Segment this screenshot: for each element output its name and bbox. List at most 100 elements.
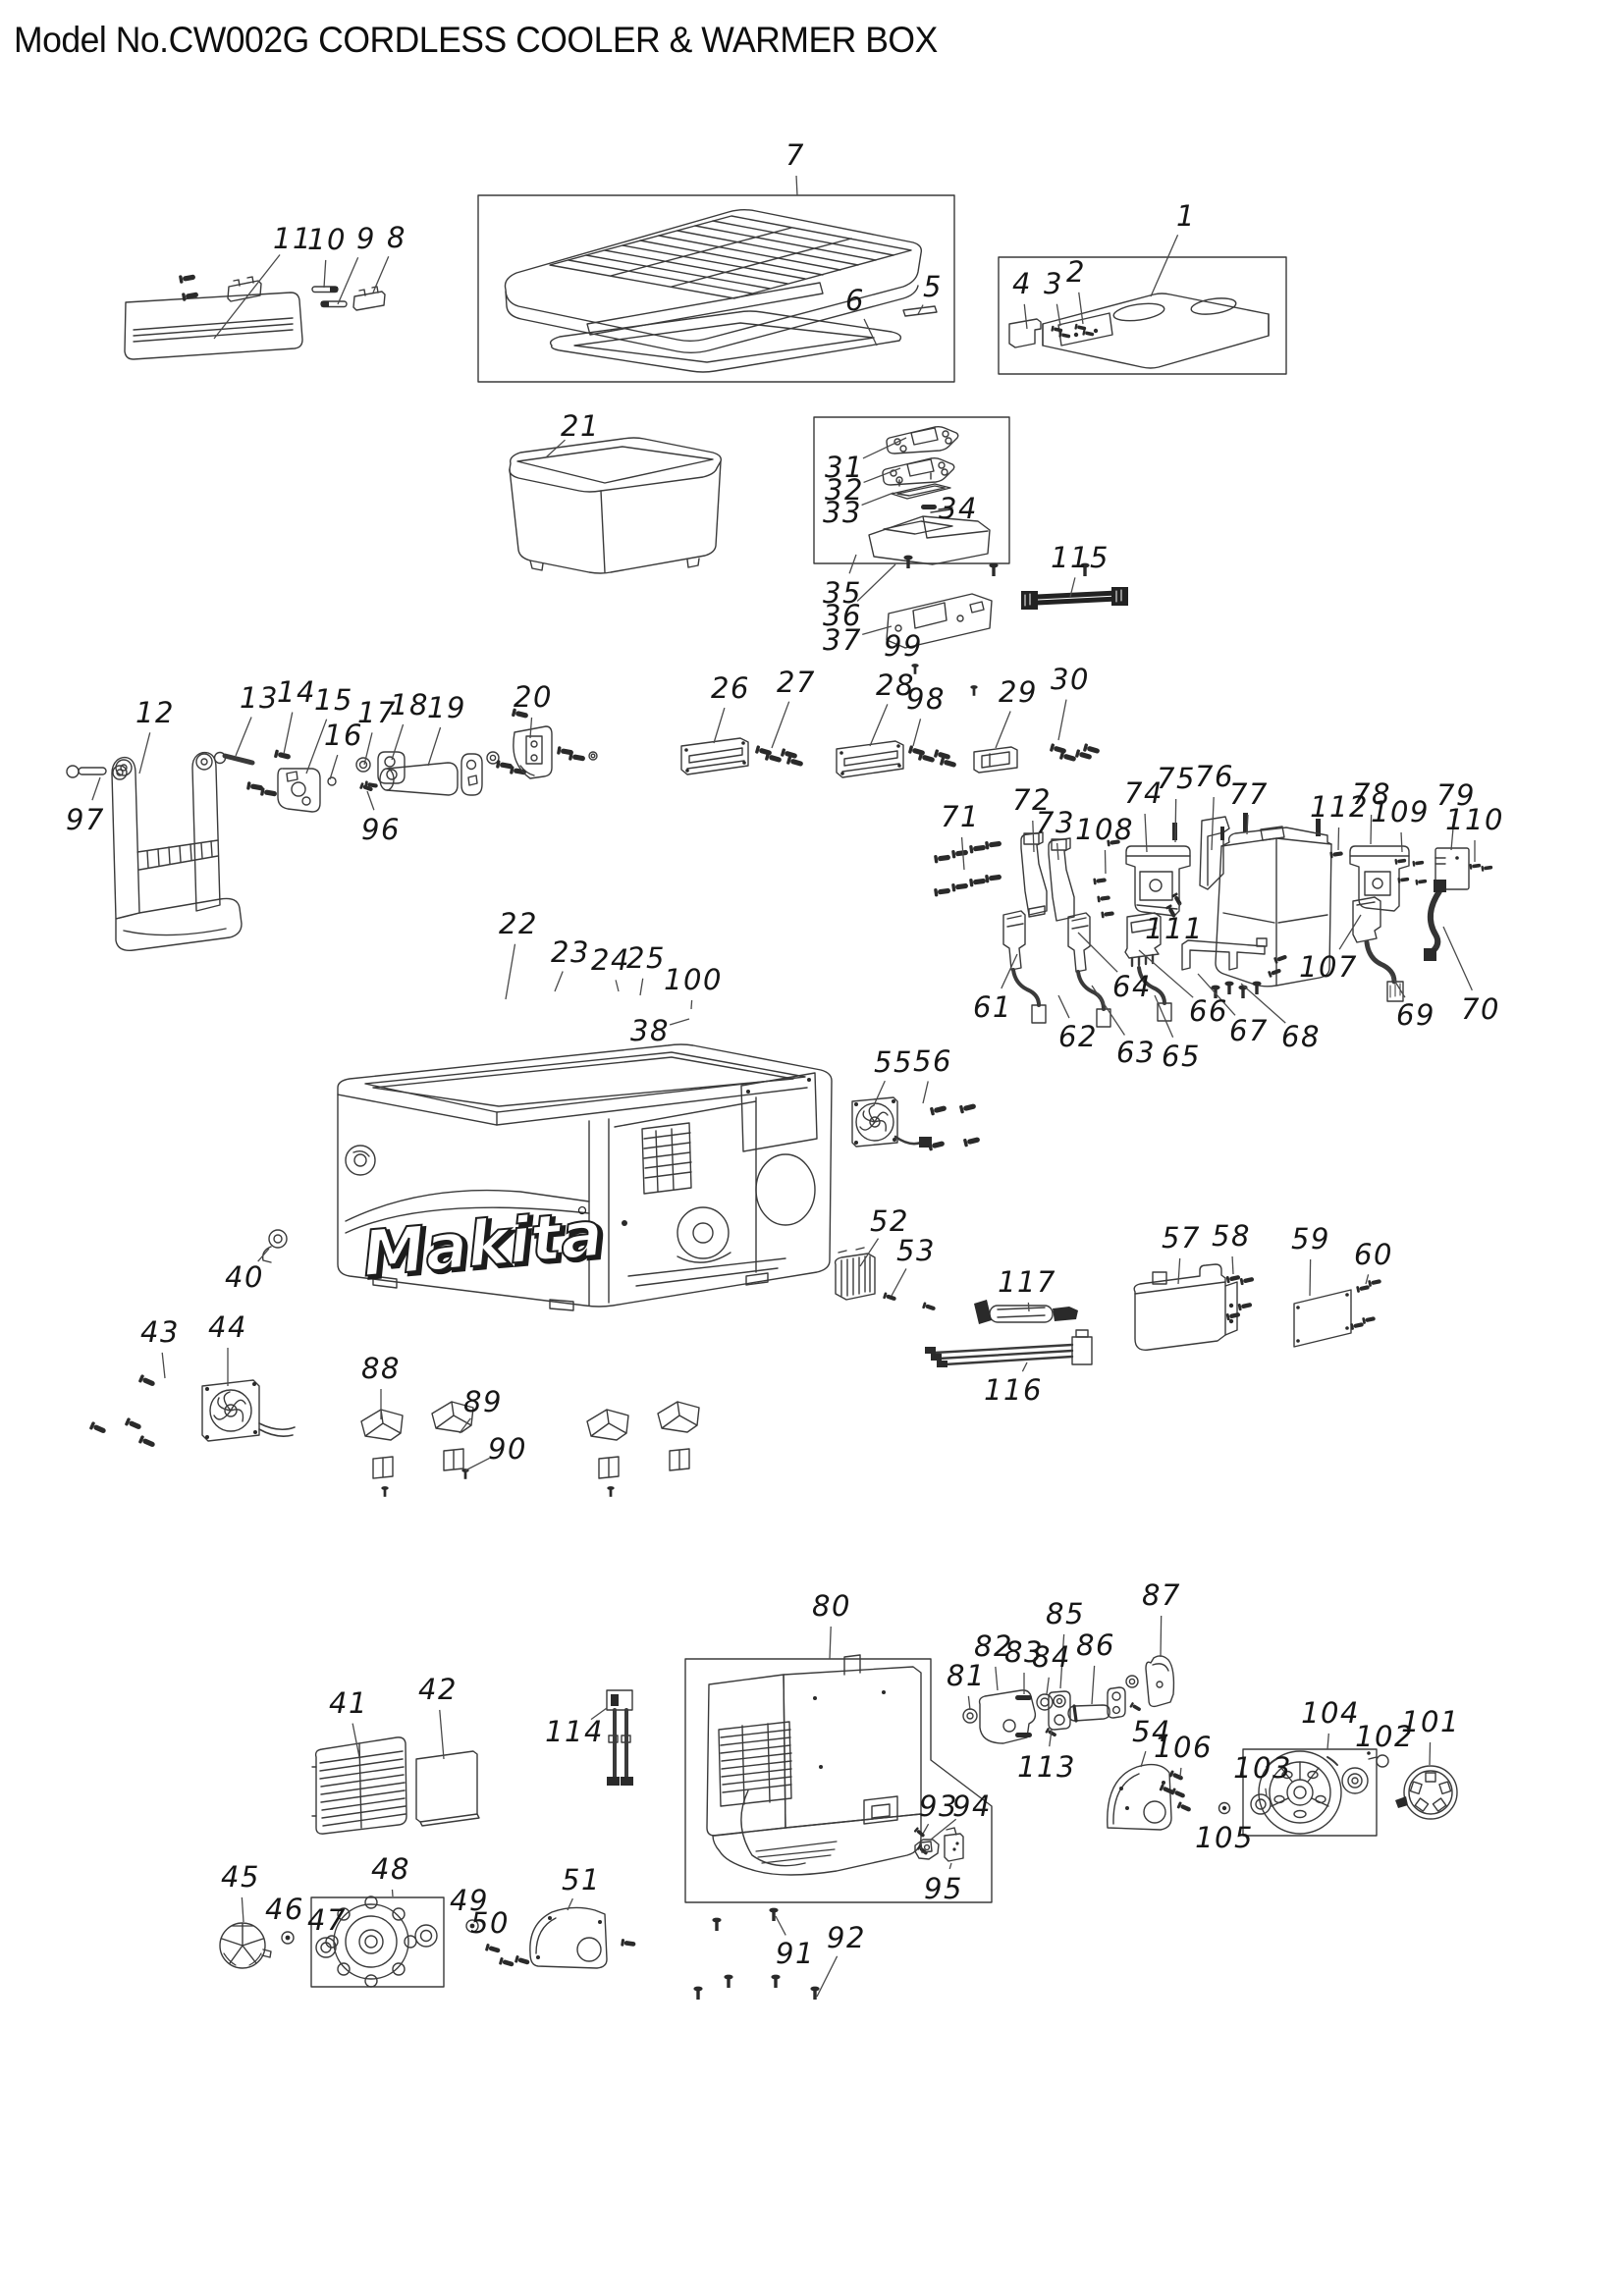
leader-line-33 (861, 492, 894, 507)
leader-line-82 (995, 1666, 999, 1691)
part-42-filter-drawing (415, 1750, 480, 1827)
leader-line-21 (545, 439, 566, 458)
leader-line-55 (873, 1080, 886, 1106)
leader-line-25 (639, 978, 644, 996)
part-80-group-box (684, 1658, 993, 1903)
part-116-harness-drawing (925, 1329, 1093, 1367)
leader-line-57 (1177, 1257, 1181, 1285)
leader-line-97 (91, 776, 101, 801)
part-11-panel-drawing (124, 292, 303, 360)
leader-line-41 (352, 1723, 360, 1758)
leader-line-90 (464, 1457, 490, 1471)
part-1-group-box (998, 256, 1287, 375)
part-45-51-drawings (219, 1896, 637, 1988)
part-26-30-drawings (680, 737, 1102, 778)
leader-line-54 (1140, 1750, 1147, 1768)
leader-line-16 (329, 754, 339, 780)
leader-line-71 (960, 836, 965, 871)
leader-line-37 (862, 625, 893, 635)
part-88-90-feet-drawings (360, 1401, 700, 1498)
leader-line-98 (912, 719, 922, 747)
part-5-drawing (902, 305, 938, 317)
leader-line-3 (1056, 303, 1061, 327)
leader-line-81 (967, 1695, 971, 1711)
leader-line-74 (1144, 813, 1148, 853)
part-52-drawing (834, 1247, 938, 1313)
leader-line-60 (1365, 1274, 1370, 1285)
part-31-group-box (813, 416, 1010, 564)
part-71-79-drawings (933, 813, 1494, 988)
part-8-10-latch-drawings (178, 272, 386, 311)
leader-line-45 (241, 1896, 244, 1923)
leader-line-115 (1069, 577, 1076, 598)
part-115-cable-drawing (1021, 587, 1128, 610)
leader-line-94 (930, 1818, 957, 1841)
leader-line-111 (1178, 902, 1181, 909)
leader-line-52 (859, 1238, 880, 1267)
leader-line-11 (213, 254, 281, 340)
part-48-group-box (310, 1896, 445, 1988)
leader-line-68 (1240, 983, 1286, 1024)
leader-line-10 (323, 259, 327, 289)
leader-line-2 (1078, 292, 1084, 325)
leader-line-100 (690, 999, 693, 1010)
part-41-grille-drawing (311, 1736, 407, 1835)
part-7-group-box (477, 194, 955, 383)
leader-line-96 (366, 790, 375, 811)
part-117-drawing (974, 1300, 1078, 1324)
part-31-34-drawings (868, 425, 991, 565)
leader-line-43 (161, 1352, 166, 1379)
leader-line-26 (713, 707, 726, 744)
leader-line-101 (1429, 1741, 1432, 1766)
leader-line-73 (1056, 842, 1059, 861)
leader-line-116 (1021, 1362, 1028, 1372)
leader-line-14 (283, 712, 294, 755)
leader-line-18 (391, 723, 405, 761)
leader-line-22 (505, 943, 516, 1000)
leader-line-77 (1246, 814, 1249, 835)
part-13-20-drawings (213, 707, 598, 813)
part-93-95-drawings (912, 1826, 964, 1862)
leader-line-86 (1091, 1665, 1096, 1705)
leader-line-84 (1046, 1677, 1050, 1695)
leader-line-66 (1138, 949, 1194, 998)
leader-line-53 (891, 1268, 907, 1297)
part-57-drawing (1133, 1263, 1256, 1351)
part-44-fan-drawing (87, 1373, 296, 1450)
leader-line-29 (995, 711, 1011, 749)
leader-line-64 (1077, 932, 1118, 973)
leader-line-13 (235, 717, 252, 757)
leader-line-85 (1059, 1633, 1065, 1689)
leader-line-95 (948, 1862, 952, 1870)
leader-line-17 (363, 732, 373, 766)
leader-line-6 (863, 318, 878, 347)
leader-line-28 (869, 704, 889, 747)
leader-line-63 (1091, 985, 1125, 1036)
leader-line-114 (590, 1707, 608, 1721)
part-1-lid-drawing (1042, 293, 1270, 369)
leader-line-62 (1057, 994, 1070, 1019)
leader-line-93 (922, 1823, 930, 1835)
leader-line-27 (771, 701, 790, 749)
part-81-87-drawings (962, 1655, 1175, 1744)
leader-line-112 (1337, 827, 1340, 851)
part-97-screw-drawing (66, 765, 128, 780)
leader-line-15 (305, 719, 328, 774)
leader-line-78 (1370, 814, 1373, 845)
leader-line-67 (1197, 973, 1236, 1016)
leader-line-109 (1400, 831, 1403, 853)
part-7-lid-drawing (504, 209, 923, 353)
part-55-fan-drawing (851, 1096, 982, 1152)
leader-line-92 (816, 1955, 839, 1998)
leader-line-89 (459, 1417, 471, 1434)
leader-line-19 (427, 726, 442, 767)
leader-line-58 (1231, 1255, 1234, 1275)
leader-line-12 (138, 732, 151, 774)
leader-line-38 (669, 1018, 690, 1026)
leader-line-36 (856, 563, 896, 602)
part-54-drawing (1107, 1763, 1231, 1831)
leader-line-69 (1389, 973, 1406, 998)
leader-line-104 (1326, 1733, 1329, 1750)
leader-line-113 (1049, 1729, 1053, 1747)
